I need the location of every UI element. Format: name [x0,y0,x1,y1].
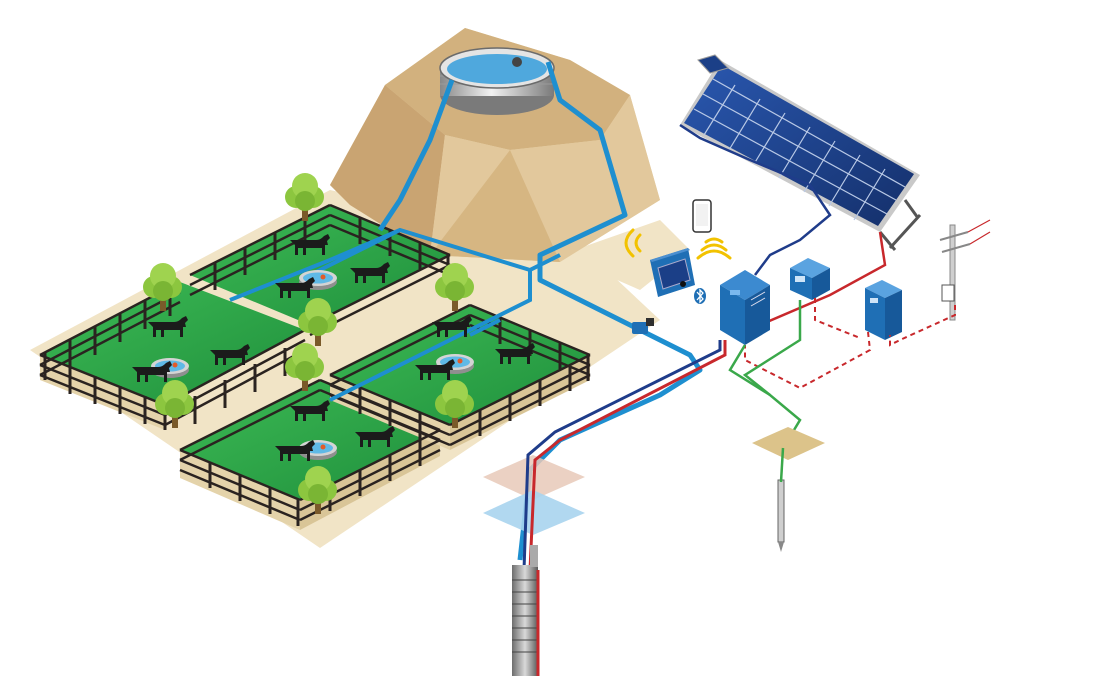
grid-switch-box [865,280,902,340]
solar-panel-array [680,55,920,250]
wifi-signal-right [698,239,730,258]
smartphone [693,200,711,232]
reservoir-tank [440,48,554,115]
ac-dashed-lines [745,298,955,388]
ground-rod [752,427,825,552]
disconnect-box [790,258,830,300]
bluetooth-icon [694,288,706,304]
pump-controller [720,270,770,345]
utility-pole [940,220,990,320]
